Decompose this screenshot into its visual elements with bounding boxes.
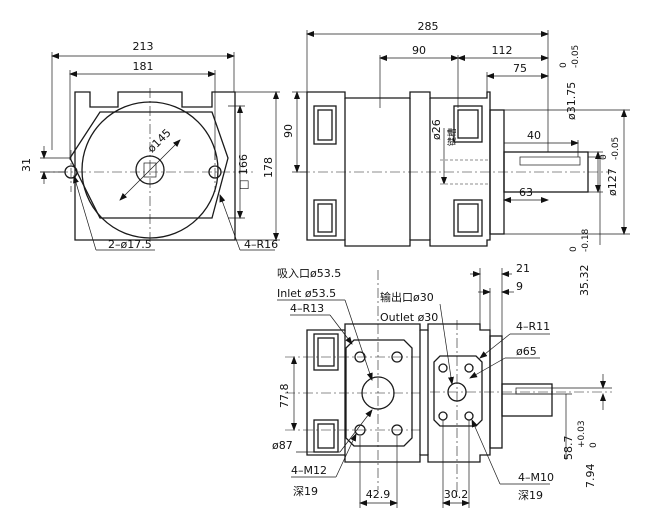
label-r13: 4–R13 bbox=[290, 302, 324, 315]
dim-shaft-dia: ø31.75 bbox=[565, 82, 578, 120]
outlet-label-en: Outlet ø30 bbox=[380, 311, 438, 324]
dim-shaft-upper: 0 bbox=[559, 62, 569, 68]
inlet-flange bbox=[345, 339, 413, 447]
dim-90-left: 90 bbox=[282, 124, 295, 138]
dim-key-height: 35.32 bbox=[578, 265, 591, 297]
dim-178: 178 bbox=[262, 157, 275, 178]
dim-key-width-upper: +0.03 bbox=[577, 420, 587, 448]
dim-9: 9 bbox=[516, 280, 523, 293]
label-m10: 4–M10 bbox=[518, 471, 554, 484]
dim-166: 166 bbox=[237, 154, 250, 175]
front-flange-outline bbox=[69, 111, 229, 219]
label-mount-holes: 2–ø17.5 bbox=[108, 238, 152, 251]
dim-21: 21 bbox=[516, 262, 530, 275]
dim-pilot-dia: ø127 bbox=[606, 168, 619, 196]
front-view: 213 181 166 □ 178 31 ø145 2–ø17.5 4–R16 bbox=[20, 40, 280, 251]
dim-d87: ø87 bbox=[272, 439, 293, 452]
dim-90-top: 90 bbox=[412, 44, 426, 57]
inlet-label-en: Inlet ø53.5 bbox=[277, 287, 336, 300]
outlet-label-cn: 输出口ø30 bbox=[380, 290, 434, 304]
square-symbol: □ bbox=[237, 180, 250, 190]
dim-key-width: 7.94 bbox=[584, 464, 597, 489]
dim-285: 285 bbox=[418, 20, 439, 33]
dim-58-7: 58.7 bbox=[562, 436, 575, 461]
side-body-outline bbox=[306, 91, 491, 247]
dim-40: 40 bbox=[527, 129, 541, 142]
dim-shaft-lower: -0.05 bbox=[571, 45, 581, 68]
dim-d26: ø26 bbox=[430, 119, 443, 140]
dim-181: 181 bbox=[133, 60, 154, 73]
dim-77-8: 77.8 bbox=[278, 384, 291, 409]
dim-pilot-lower: -0.05 bbox=[611, 137, 621, 160]
label-depth19-b: 深19 bbox=[518, 489, 543, 502]
dim-63: 63 bbox=[519, 186, 533, 199]
dim-42-9: 42.9 bbox=[366, 488, 391, 501]
side-view: 285 90 112 75 90 ø26 键槽 40 63 ø31.75 0 bbox=[282, 20, 630, 296]
dim-30-2: 30.2 bbox=[444, 488, 469, 501]
inlet-label-cn: 吸入口ø53.5 bbox=[277, 267, 341, 280]
dim-112: 112 bbox=[492, 44, 513, 57]
dim-31: 31 bbox=[20, 158, 33, 172]
dim-key-lower: -0.18 bbox=[581, 228, 591, 252]
label-depth19-a: 深19 bbox=[293, 485, 318, 498]
label-r11: 4–R11 bbox=[516, 320, 550, 333]
key-label: 键槽 bbox=[446, 128, 458, 146]
label-corner-radius: 4–R16 bbox=[244, 238, 278, 251]
dim-d65: ø65 bbox=[516, 345, 537, 358]
ports-view: 21 9 吸入口ø53.5 Inlet ø53.5 4–R13 输出口ø30 O… bbox=[272, 262, 612, 508]
outlet-flange bbox=[433, 355, 483, 427]
dim-213: 213 bbox=[133, 40, 154, 53]
dim-key-upper: 0 bbox=[569, 246, 579, 252]
dim-75: 75 bbox=[513, 62, 527, 75]
ports-body-outline bbox=[306, 323, 491, 463]
dim-key-width-lower: 0 bbox=[589, 442, 599, 448]
label-m12: 4–M12 bbox=[291, 464, 327, 477]
